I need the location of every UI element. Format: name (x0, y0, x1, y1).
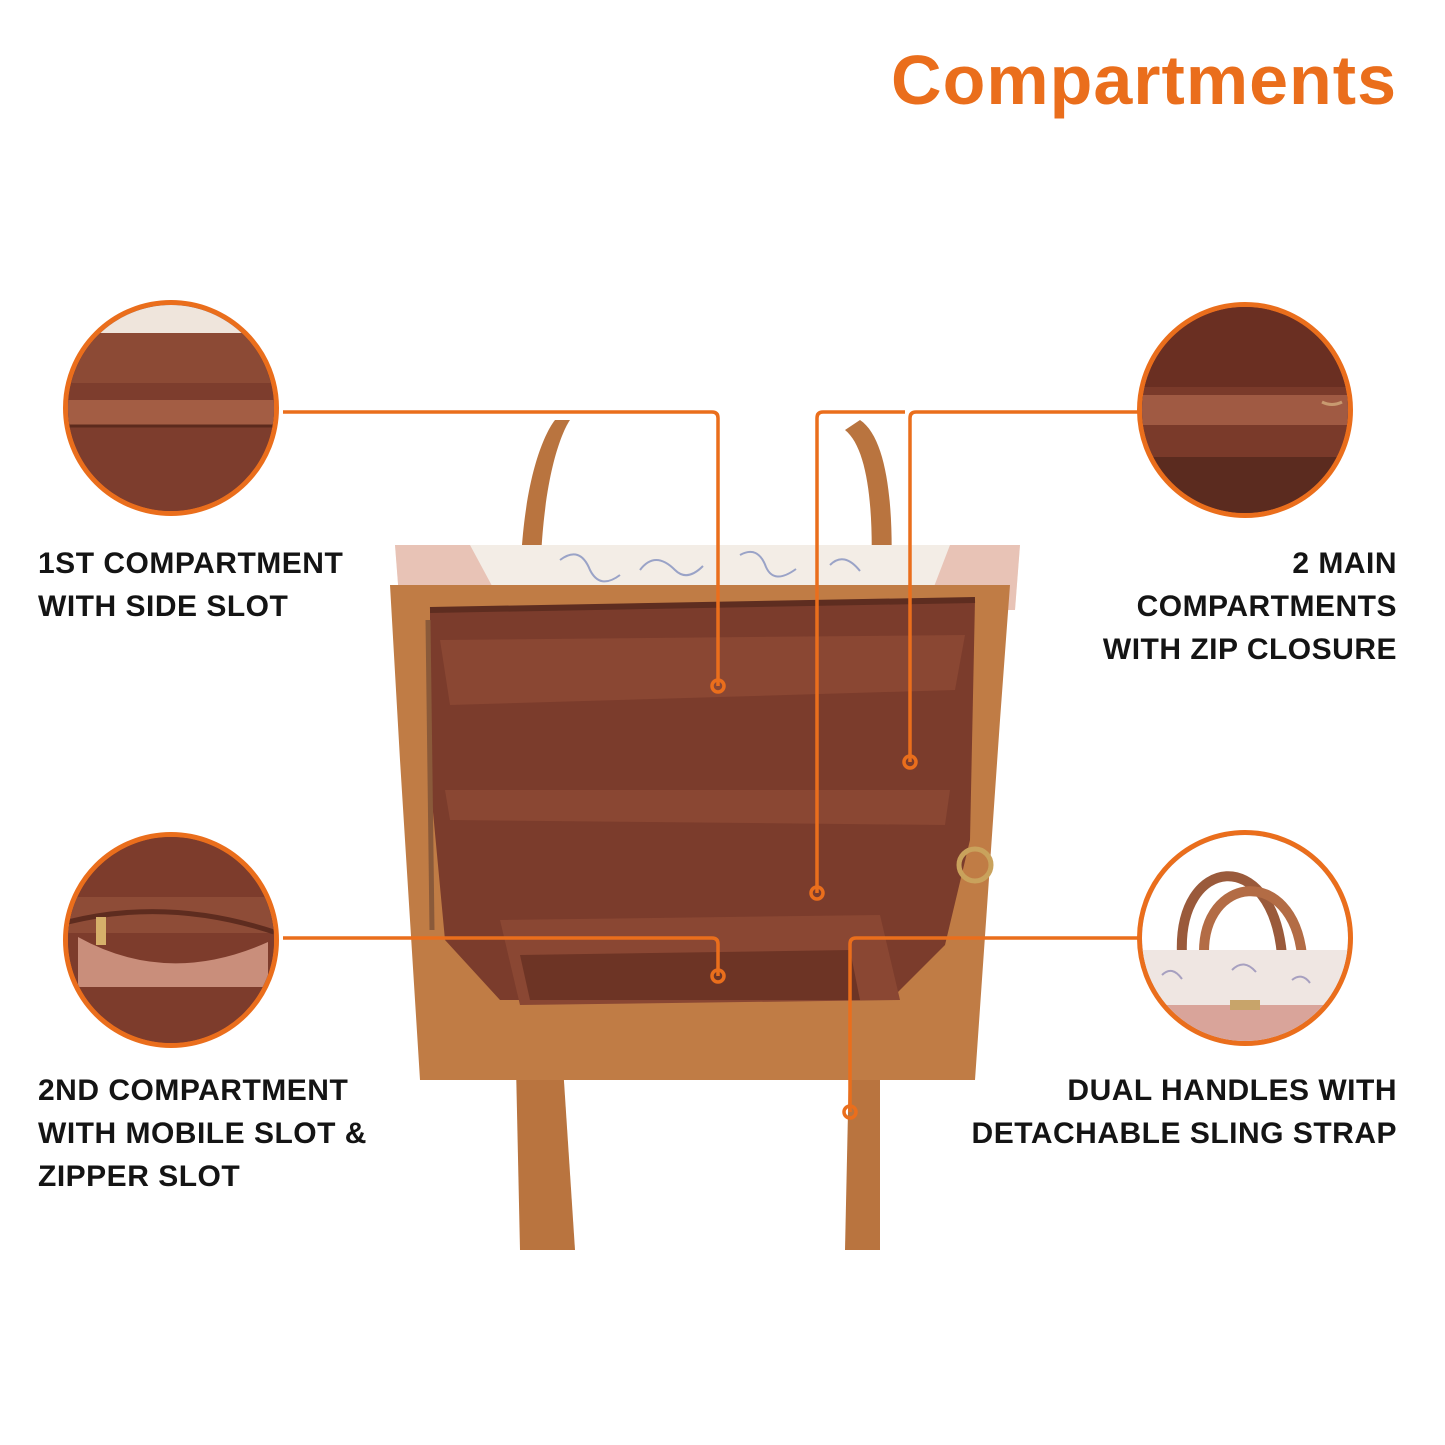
side-slot-zoom (63, 300, 279, 516)
main-compartment-zoom (1137, 302, 1353, 518)
callout-main-compartments-label: 2 MAIN COMPARTMENTS WITH ZIP CLOSURE (1102, 547, 1397, 666)
callout-side-slot-label: 1ST COMPARTMENT WITH SIDE SLOT (38, 547, 344, 623)
page-title: Compartments (891, 41, 1397, 119)
handles-zoom (1137, 830, 1353, 1046)
zipper-pocket-zoom (63, 832, 279, 1048)
callout-handles-label: DUAL HANDLES WITH DETACHABLE SLING STRAP (971, 1074, 1397, 1150)
callout-zipper-pocket-label: 2ND COMPARTMENT WITH MOBILE SLOT & ZIPPE… (38, 1074, 367, 1193)
